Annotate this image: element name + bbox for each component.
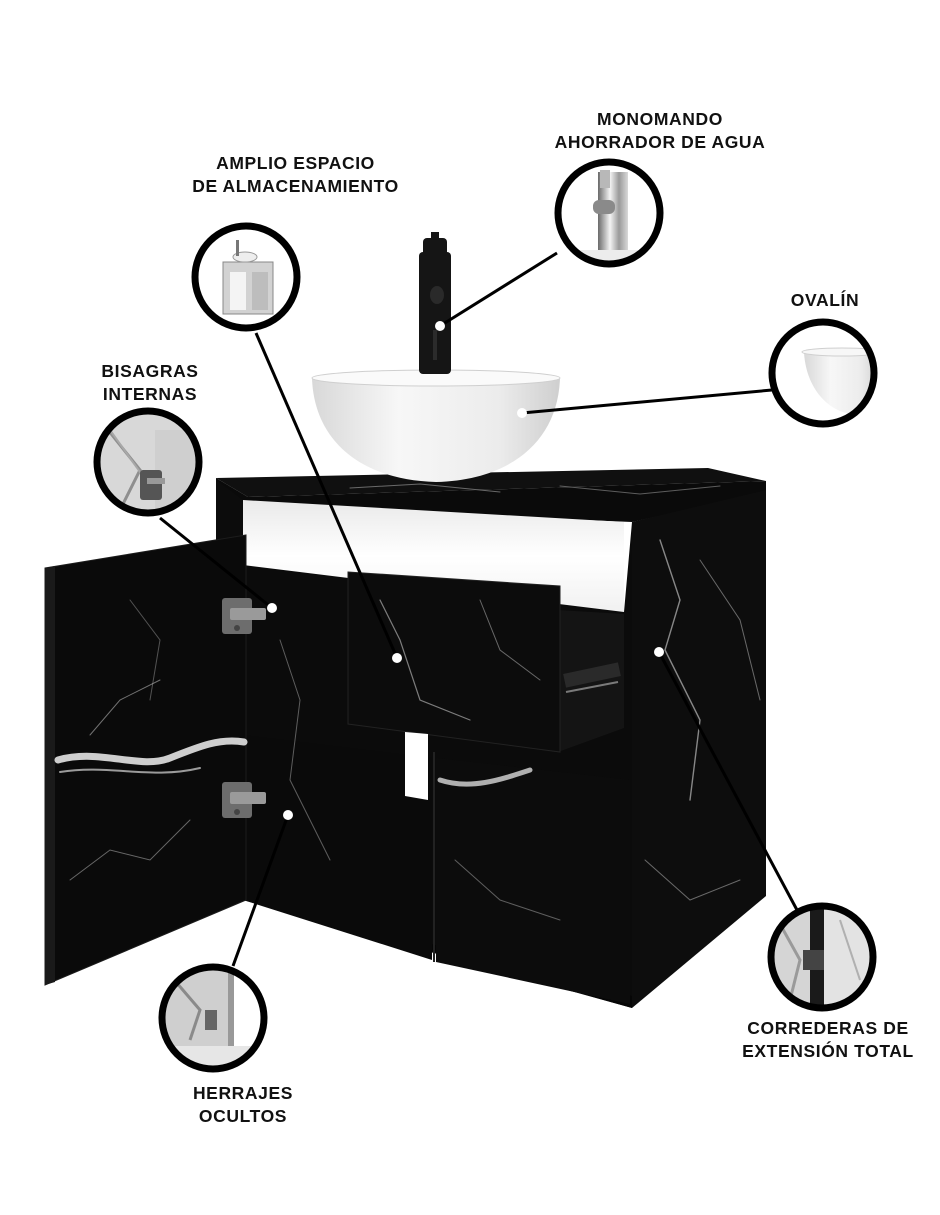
- faucet: [419, 232, 451, 374]
- cabinet-top-edge: [216, 478, 766, 522]
- cabinet-top: [216, 468, 766, 497]
- label-herrajes-line1: HERRAJES: [192, 1083, 294, 1103]
- dot-bisagras: [267, 603, 277, 613]
- dot-monomando: [435, 321, 445, 331]
- leader-almacenamiento: [254, 332, 399, 659]
- dot-herrajes: [283, 810, 293, 820]
- leader-monomando: [439, 251, 558, 328]
- label-monomando-line2: AHORRADOR DE AGUA: [554, 132, 766, 152]
- callout-ovalin-image: [768, 318, 878, 428]
- label-herrajes: HERRAJES OCULTOS: [163, 1082, 323, 1128]
- vessel-basin: [311, 369, 561, 482]
- leader-lines: [159, 251, 799, 967]
- label-bisagras: BISAGRAS INTERNAS: [70, 360, 230, 406]
- label-bisagras-line2: INTERNAS: [102, 384, 198, 404]
- label-herrajes-line2: OCULTOS: [198, 1106, 288, 1126]
- label-almacenamiento-line2: DE ALMACENAMIENTO: [192, 176, 399, 196]
- door-cutout: [405, 732, 428, 800]
- callout-monomando-image: [554, 158, 664, 268]
- label-bisagras-line1: BISAGRAS: [101, 361, 199, 381]
- label-monomando: MONOMANDO AHORRADOR DE AGUA: [535, 108, 785, 154]
- callout-herrajes-image: [158, 963, 268, 1073]
- drawer-runner-rail: [565, 681, 619, 693]
- label-ovalin: OVALÍN: [770, 289, 880, 312]
- leader-ovalin: [521, 388, 773, 415]
- dot-almacenamiento: [392, 653, 402, 663]
- cabinet-right-side: [632, 490, 766, 1008]
- drawer-front: [347, 571, 561, 753]
- callout-almacenamiento-image: [191, 222, 301, 332]
- label-almacenamiento: AMPLIO ESPACIO DE ALMACENAMIENTO: [163, 152, 428, 198]
- label-almacenamiento-line1: AMPLIO ESPACIO: [216, 153, 375, 173]
- vanity-cabinet: [44, 468, 766, 1008]
- open-door-edge: [45, 566, 55, 985]
- leader-herrajes: [231, 814, 290, 967]
- label-correderas-line2: EXTENSIÓN TOTAL: [742, 1041, 914, 1061]
- label-correderas-line1: CORREDERAS DE: [747, 1018, 909, 1038]
- marble-veins: [54, 483, 761, 921]
- leader-correderas: [657, 651, 799, 911]
- inner-door-right: [436, 758, 630, 1004]
- leader-bisagras: [159, 516, 273, 610]
- callout-correderas-image: [767, 902, 877, 1012]
- label-ovalin-line1: OVALÍN: [790, 290, 860, 310]
- hinge-top: [222, 598, 266, 634]
- inner-door-left: [243, 735, 432, 960]
- drawer-runner: [563, 662, 621, 688]
- label-monomando-line1: MONOMANDO: [597, 109, 723, 129]
- hinge-bottom: [222, 782, 266, 818]
- dot-ovalin: [517, 408, 527, 418]
- callout-bisagras-image: [93, 407, 203, 517]
- label-correderas: CORREDERAS DE EXTENSIÓN TOTAL: [728, 1017, 928, 1063]
- dot-correderas: [654, 647, 664, 657]
- leader-dots: [267, 321, 664, 820]
